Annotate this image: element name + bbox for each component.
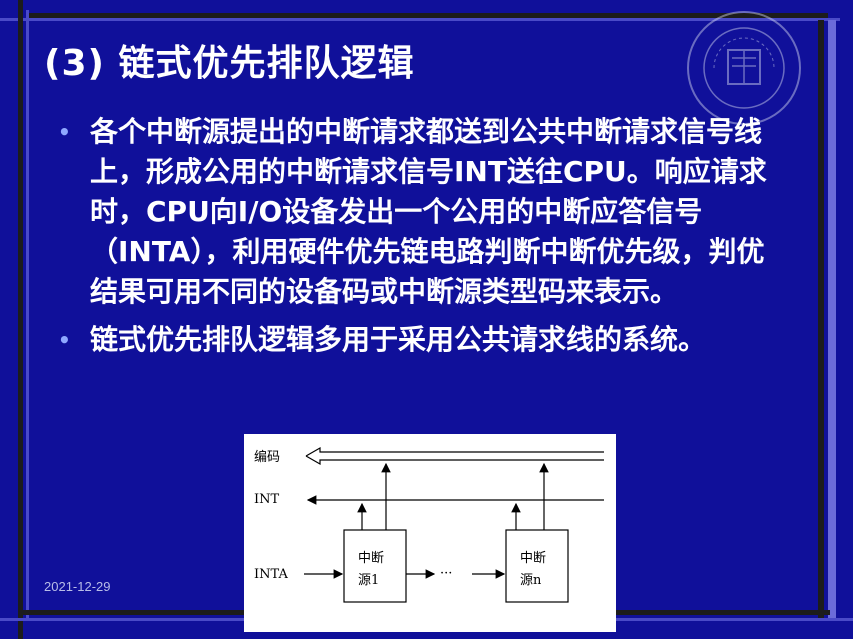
frame-top-bar — [28, 13, 828, 18]
box1-line1: 中断 — [358, 551, 384, 566]
university-seal-logo — [687, 11, 801, 125]
box2-line2: 源n — [520, 573, 542, 588]
bullet-item: • 各个中断源提出的中断请求都送到公共中断请求信号线上，形成公用的中断请求信号I… — [58, 112, 778, 312]
interrupt-source-1-box — [343, 529, 407, 603]
daisy-chain-diagram: 编码 INT 中断 源1 中断 源n INTA ··· — [244, 434, 616, 632]
inta-label: INTA — [254, 567, 288, 582]
slide-date: 2021-12-29 — [44, 579, 111, 594]
code-bus-arrow — [305, 446, 604, 466]
frame-right-bar-accent — [828, 20, 836, 620]
frame-left-bar — [18, 0, 23, 639]
bullet-dot-icon: • — [58, 120, 71, 144]
int-label: INT — [254, 492, 280, 507]
bullet-item: • 链式优先排队逻辑多用于采用公共请求线的系统。 — [58, 320, 778, 360]
box1-line2: 源1 — [358, 573, 379, 588]
bullet-text: 各个中断源提出的中断请求都送到公共中断请求信号线上，形成公用的中断请求信号INT… — [90, 115, 767, 308]
frame-left-bar-accent — [26, 10, 29, 620]
bullet-dot-icon: • — [58, 328, 71, 352]
interrupt-source-n-box — [505, 529, 569, 603]
bullet-text: 链式优先排队逻辑多用于采用公共请求线的系统。 — [90, 323, 707, 356]
box2-line1: 中断 — [520, 551, 546, 566]
slide-title: (3) 链式优先排队逻辑 — [44, 43, 415, 84]
code-bus-label: 编码 — [254, 450, 280, 465]
bullet-list: • 各个中断源提出的中断请求都送到公共中断请求信号线上，形成公用的中断请求信号I… — [58, 112, 778, 368]
frame-top-bar-accent — [0, 18, 840, 21]
frame-right-bar — [818, 20, 824, 620]
chain-ellipsis: ··· — [440, 566, 452, 581]
